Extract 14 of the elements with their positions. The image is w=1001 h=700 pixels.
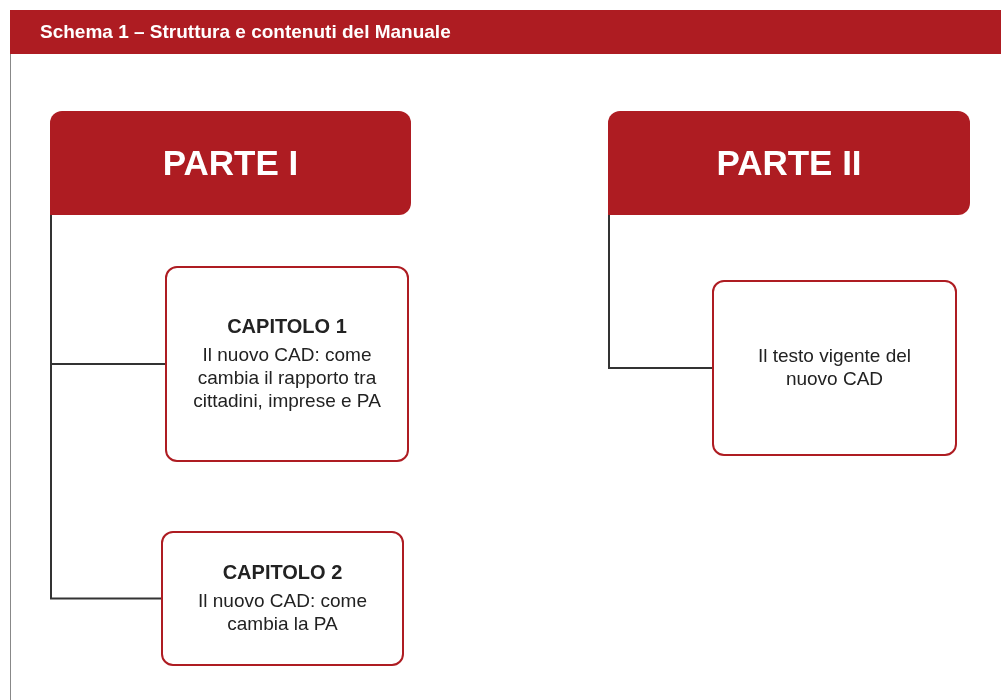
chapter-description: Il nuovo CAD: come cambia la PA bbox=[197, 590, 368, 636]
chapter-heading: CAPITOLO 1 bbox=[227, 315, 347, 339]
chapter-description: Il testo vigente del nuovo CAD bbox=[756, 345, 913, 391]
part-box bbox=[50, 111, 411, 215]
part-title: PARTE I bbox=[162, 143, 299, 183]
chapter-box bbox=[161, 531, 404, 666]
part-title: PARTE II bbox=[716, 143, 862, 183]
chapter-description: Il nuovo CAD: come cambia il rapporto tra cittadini, imprese e PA bbox=[192, 344, 382, 413]
chapter-heading: CAPITOLO 2 bbox=[222, 561, 343, 585]
chapter-box bbox=[712, 280, 957, 456]
chapter-box bbox=[165, 266, 409, 462]
connector-line bbox=[608, 214, 713, 369]
header-bar: Schema 1 – Struttura e contenuti del Manuale bbox=[10, 10, 1001, 54]
part-box bbox=[608, 111, 970, 215]
